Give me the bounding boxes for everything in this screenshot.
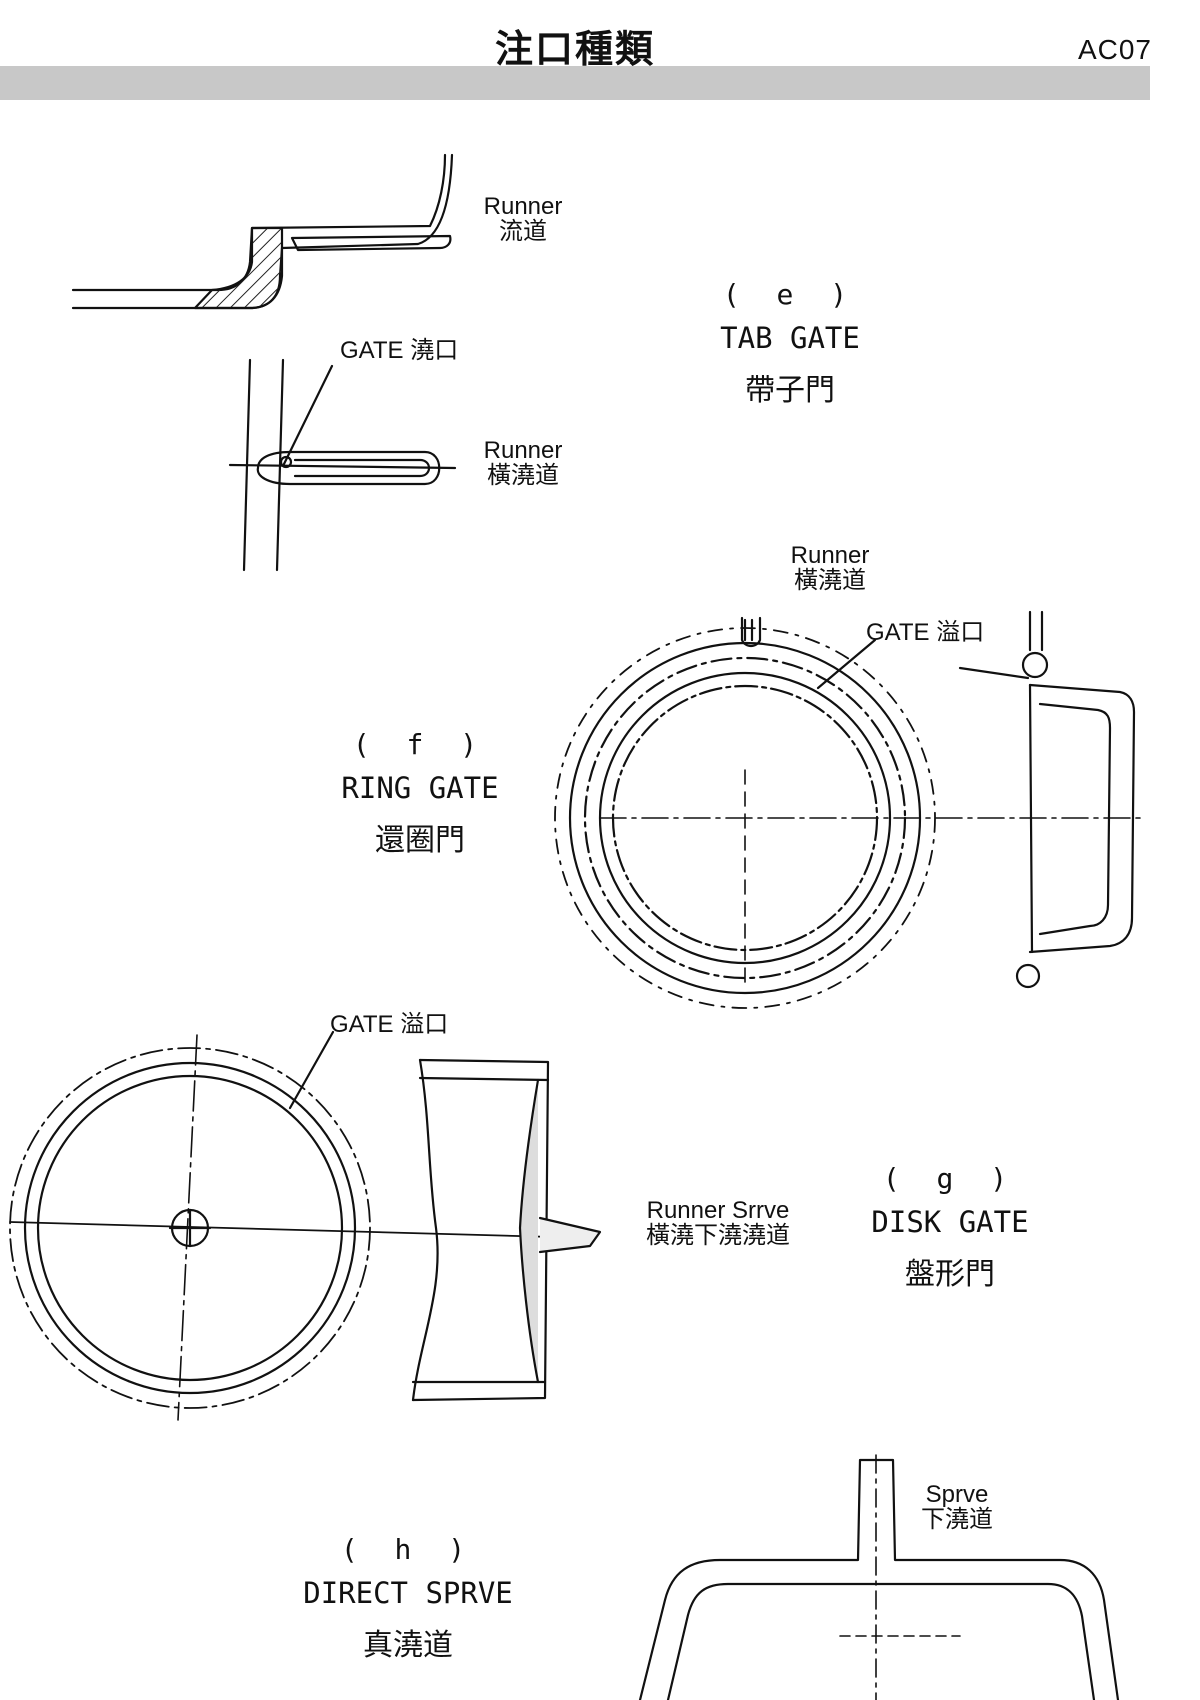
caption-id: ( h ) (340, 1533, 476, 1566)
ring-gate-caption: ( f ) RING GATE 還圈門 (270, 728, 570, 859)
page-title: 注口種類 (494, 27, 655, 71)
ring-gate-gate-label: GATE 溢口 (866, 619, 985, 646)
caption-en: TAB GATE (720, 321, 860, 355)
disk-gate-caption: ( g ) DISK GATE 盤形門 (800, 1162, 1100, 1293)
caption-en: DIRECT SPRVE (303, 1576, 513, 1610)
caption-id: ( f ) (352, 728, 488, 761)
tab-gate-runner-top-label: Runner 流道 (478, 193, 568, 246)
label-zh: 下澆道 (921, 1506, 993, 1534)
ring-gate-side-view (958, 610, 1136, 989)
direct-sprue-view (638, 1454, 1120, 1700)
caption-en: RING GATE (341, 771, 499, 805)
label-zh: 流道 (499, 218, 547, 246)
disk-gate-side-view (411, 1058, 602, 1402)
caption-zh: 真澆道 (363, 1628, 453, 1663)
tab-gate-gate-label: GATE 澆口 (340, 337, 459, 364)
caption-zh: 帶子門 (745, 373, 835, 408)
label-zh: 橫澆道 (487, 462, 559, 490)
label-en: Runner (483, 193, 563, 220)
header-bar (0, 66, 1150, 100)
tab-gate-runner-bottom-label: Runner 橫澆道 (478, 437, 568, 490)
caption-id: ( e ) (722, 278, 858, 311)
disk-gate-plan-view (9, 1030, 591, 1421)
tab-gate-caption: ( e ) TAB GATE 帶子門 (640, 278, 940, 409)
page-code: AC07 (1077, 34, 1152, 65)
tab-gate-side-view (71, 153, 454, 310)
label-en: Runner (790, 542, 870, 569)
label-en: Runner (483, 437, 563, 464)
disk-gate-gate-label: GATE 溢口 (330, 1011, 449, 1038)
label-zh: 橫澆道 (794, 567, 866, 595)
disk-gate-runner-label: Runner Srrve 橫澆下澆澆道 (628, 1197, 808, 1250)
direct-sprue-caption: ( h ) DIRECT SPRVE 真澆道 (258, 1533, 558, 1664)
tab-gate-top-view (228, 358, 457, 572)
label-zh: 橫澆下澆澆道 (646, 1222, 790, 1250)
label-en: Sprve (925, 1481, 989, 1508)
caption-zh: 還圈門 (375, 823, 465, 858)
caption-id: ( g ) (882, 1162, 1018, 1195)
caption-zh: 盤形門 (905, 1257, 995, 1292)
ring-gate-plan-view (554, 616, 1146, 1009)
ring-gate-runner-label: Runner 橫澆道 (785, 542, 875, 595)
direct-sprue-sprue-label: Sprve 下澆道 (912, 1481, 1002, 1534)
label-en: Runner Srrve (646, 1197, 790, 1224)
caption-en: DISK GATE (871, 1205, 1029, 1239)
